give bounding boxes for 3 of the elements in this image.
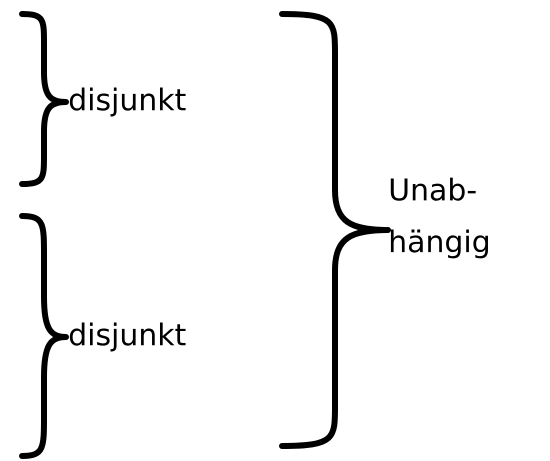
label-text: disjunkt	[70, 88, 186, 116]
label-text: disjunkt	[70, 322, 186, 352]
label-text: Unab- hängig	[390, 178, 488, 258]
